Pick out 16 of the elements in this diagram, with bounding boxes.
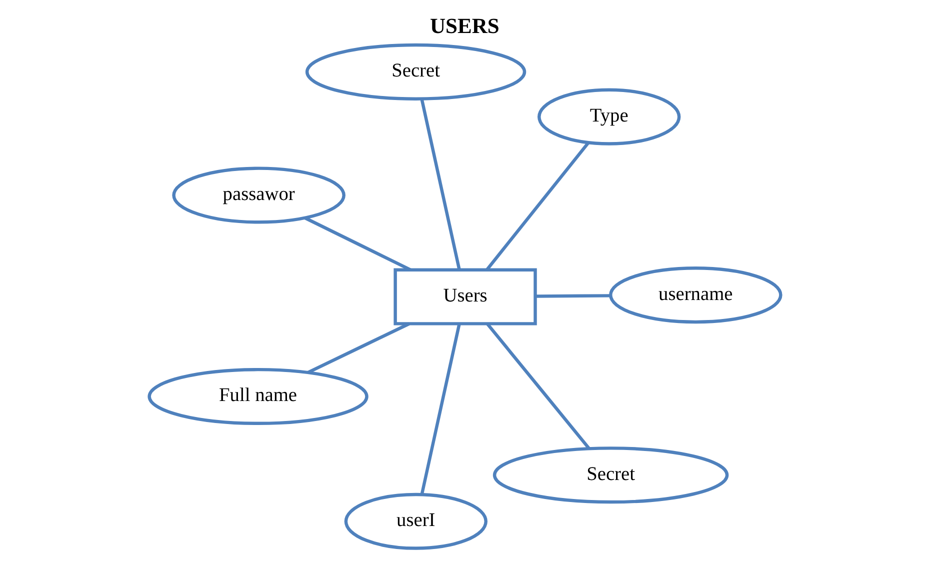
node-ellipse: Type (537, 88, 680, 146)
node-ellipse: Secret (304, 43, 526, 100)
connector (534, 294, 610, 298)
node-ellipse: Secret (492, 446, 728, 504)
connector (420, 324, 460, 495)
node-ellipse: passawor (172, 166, 345, 224)
connector (486, 322, 590, 450)
connector (306, 322, 410, 374)
node-box: Users (393, 268, 536, 326)
node-ellipse: Full name (147, 368, 368, 425)
connector (304, 216, 411, 272)
connector (485, 142, 590, 271)
node-ellipse: username (608, 266, 782, 324)
connector (420, 98, 460, 270)
node-ellipse: userI (344, 492, 487, 550)
diagram-title: USERS (430, 14, 499, 38)
